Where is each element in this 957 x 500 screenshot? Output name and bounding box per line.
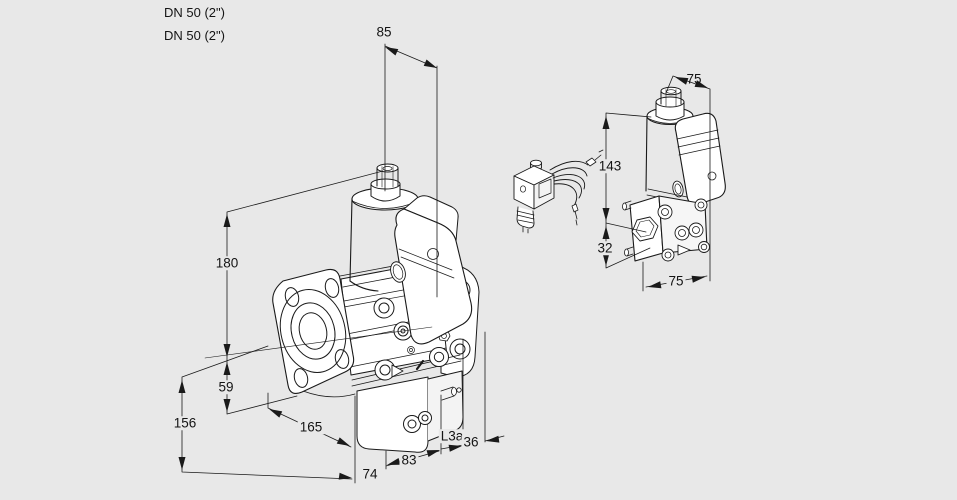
- dim-label-156: 156: [171, 415, 199, 431]
- connector-wires: [549, 160, 589, 207]
- dim-label-32: 32: [595, 240, 615, 256]
- dn-connection-label-2: DN 50 (2"): [164, 28, 225, 43]
- dimension-arrows: [602, 77, 708, 289]
- dim-label-75-top: 75: [686, 71, 702, 87]
- dim-label-L3a: L3a: [438, 428, 466, 444]
- dim-label-74: 74: [362, 466, 378, 482]
- dim-label-165: 165: [297, 419, 325, 435]
- dim-label-75-bottom: 75: [666, 273, 686, 289]
- main-dimension-lines: [178, 43, 505, 484]
- dn-connection-label-1: DN 50 (2"): [164, 5, 225, 20]
- main-valve-drawing: [272, 163, 480, 453]
- side-valve-drawing: [622, 86, 726, 262]
- dim-label-143: 143: [596, 158, 624, 174]
- dim-label-36: 36: [461, 434, 481, 450]
- cable-connector-drawing: [513, 149, 604, 234]
- dim-label-59: 59: [216, 379, 236, 395]
- dim-label-180: 180: [213, 255, 241, 271]
- dimension-arrows: [178, 47, 500, 480]
- dim-label-85: 85: [376, 24, 392, 40]
- dim-label-83: 83: [399, 452, 419, 468]
